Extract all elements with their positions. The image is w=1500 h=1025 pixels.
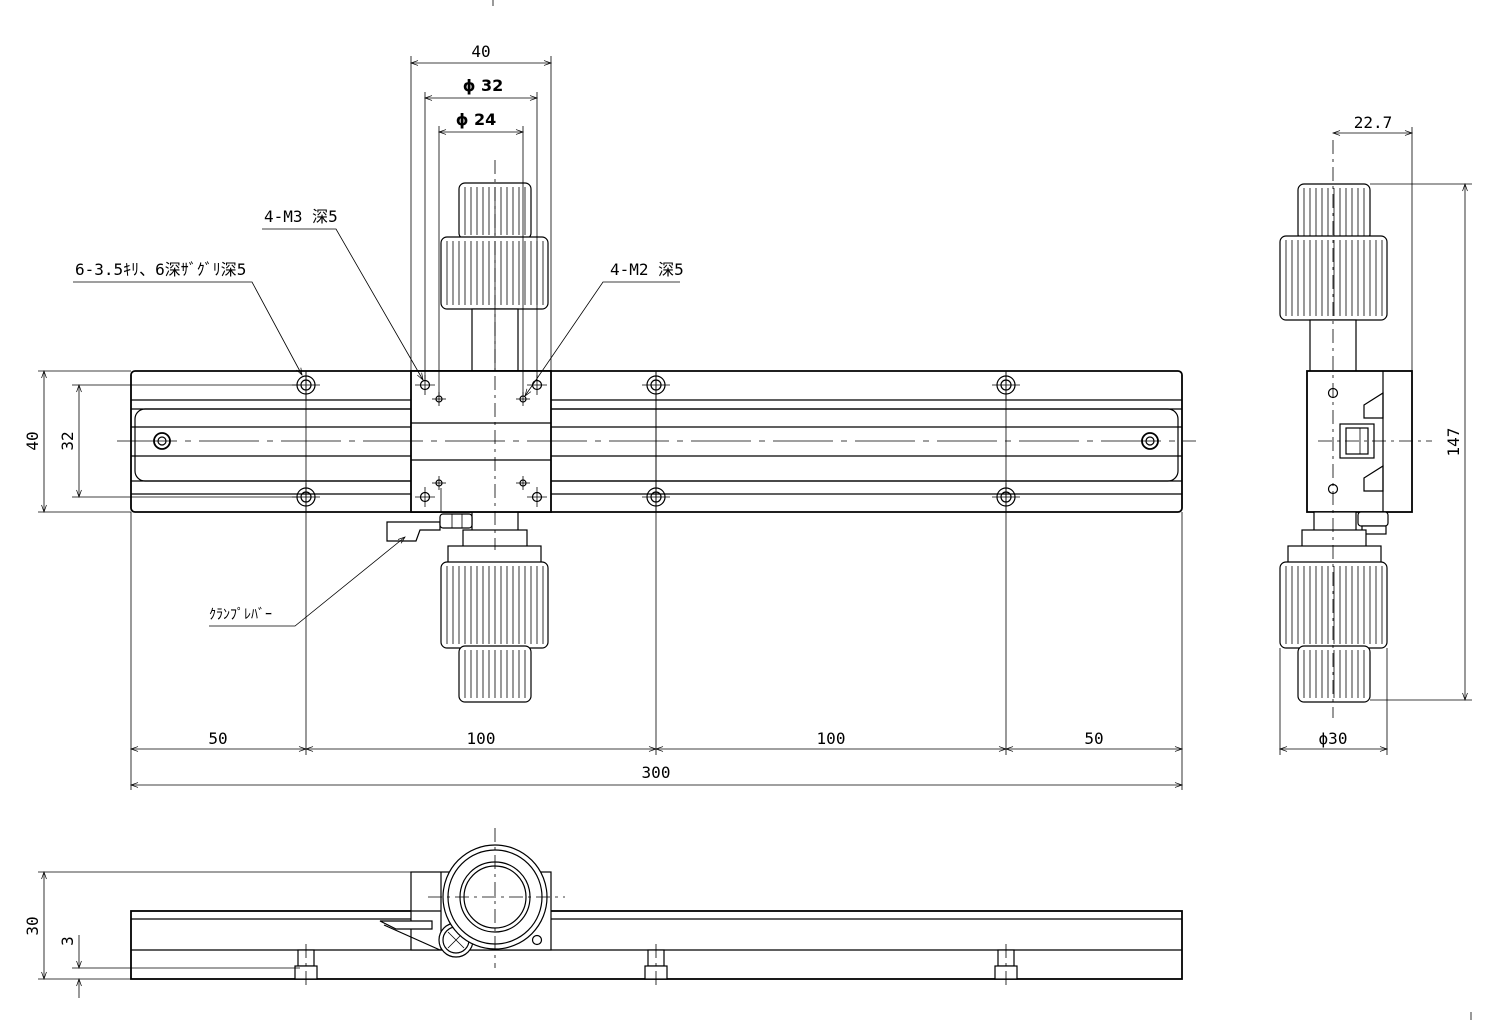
callout-clamp-lever: ｸﾗﾝﾌﾟﾚﾊﾞｰ [209, 607, 272, 623]
dim-total-height: 147 [1444, 428, 1463, 457]
upper-knob [440, 182, 549, 372]
top-dimensions: 40 ϕ 32 ϕ 24 [409, 42, 553, 395]
dim-bore-32: ϕ 32 [463, 76, 504, 95]
carriage-block [410, 370, 552, 513]
dim-pitch-mid1: 100 [467, 729, 496, 748]
callout-m3: 4-M3 深5 [264, 207, 338, 226]
callout-m2: 4-M2 深5 [610, 260, 684, 279]
callout-counterbore: 6-3.5ｷﾘ、6深ｻﾞｸﾞﾘ深5 [75, 260, 246, 279]
dim-front-height: 30 [23, 916, 42, 935]
pitch-dimensions: 50 100 100 50 300 [129, 729, 1184, 788]
left-dimensions: 40 32 [23, 369, 300, 514]
top-view [117, 160, 1343, 950]
clamp-lever [386, 513, 473, 542]
rail-base [130, 370, 1183, 513]
dim-pitch-right: 50 [1084, 729, 1103, 748]
dim-front-step: 3 [58, 936, 77, 946]
dim-height-40: 40 [23, 431, 42, 450]
dim-total-length: 300 [642, 763, 671, 782]
dim-side-offset: 22.7 [1354, 113, 1393, 132]
lower-knob [440, 511, 549, 703]
dim-bore-24: ϕ 24 [456, 110, 497, 129]
dim-knob-dia: ϕ30 [1319, 729, 1348, 748]
end-stop-screws [153, 432, 1159, 450]
dim-pitch-mid2: 100 [817, 729, 846, 748]
dim-pitch-left: 50 [208, 729, 227, 748]
front-view: 30 3 [23, 828, 1183, 998]
dim-height-32: 32 [58, 431, 77, 450]
dim-40-top: 40 [471, 42, 490, 61]
side-view: 22.7 147 ϕ30 [1278, 113, 1472, 755]
feet [294, 944, 1018, 990]
callouts: 4-M3 深5 6-3.5ｷﾘ、6深ｻﾞｸﾞﾘ深5 4-M2 深5 ｸﾗﾝﾌﾟﾚ… [73, 207, 684, 627]
